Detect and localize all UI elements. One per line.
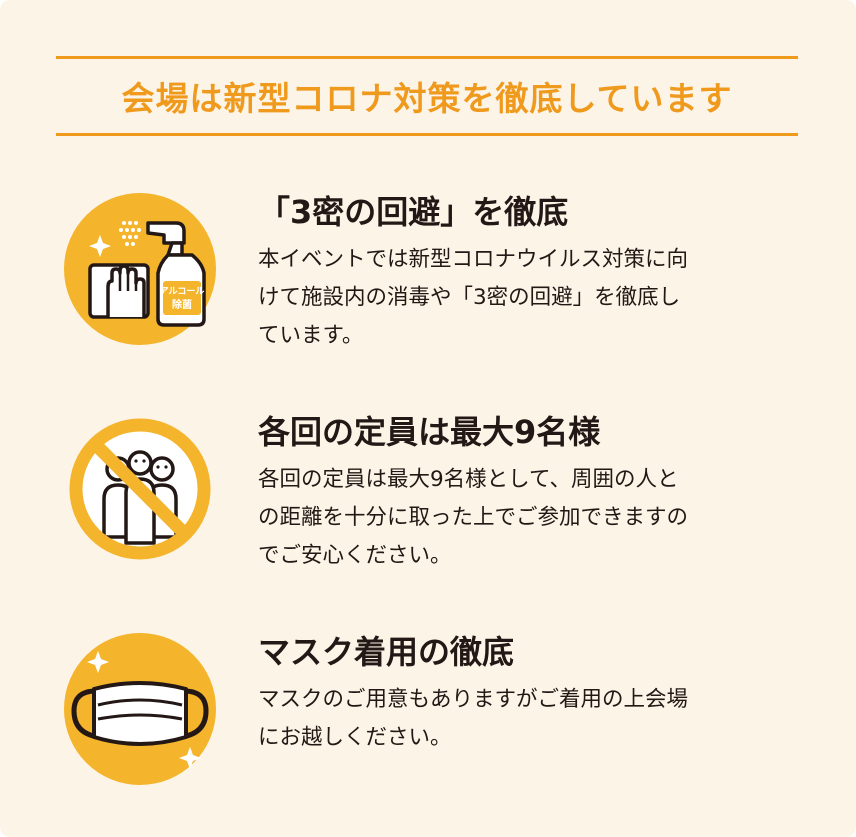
- item-text-line: にお越しください。: [258, 725, 452, 750]
- headline: 会場は新型コロナ対策を徹底しています: [121, 79, 733, 118]
- item-text-line: マスクのご用意もありますがご着用の上会場: [258, 687, 689, 712]
- item-text-line: 各回の定員は最大9名様として、周囲の人と: [258, 467, 679, 492]
- item-title: 「3密の回避」を徹底: [258, 193, 569, 231]
- item-text-line: でご安心ください。: [258, 543, 452, 568]
- item-text-line: ています。: [258, 323, 364, 348]
- item-text-line: の距離を十分に取った上でご参加できますの: [258, 505, 689, 530]
- item-text-line: けて施設内の消毒や「3密の回避」を徹底し: [258, 285, 681, 310]
- headline-top-rule: [56, 56, 798, 59]
- bottle-label-sub: 除菌: [172, 298, 192, 311]
- item-description: 本イベントでは新型コロナウイルス対策に向 けて施設内の消毒や「3密の回避」を徹底…: [258, 241, 818, 355]
- item-text-line: 本イベントでは新型コロナウイルス対策に向: [258, 247, 689, 272]
- item-description: 各回の定員は最大9名様として、周囲の人と の距離を十分に取った上でご参加できます…: [258, 461, 818, 575]
- item-description: マスクのご用意もありますがご着用の上会場 にお越しください。: [258, 681, 818, 757]
- bottle-label: アルコール: [160, 286, 205, 297]
- item-title: マスク着用の徹底: [258, 633, 515, 671]
- spray-and-glove-icon: アルコール 除菌: [64, 193, 216, 345]
- no-crowd-icon: [64, 413, 216, 565]
- face-mask-icon: [64, 633, 216, 785]
- headline-bottom-rule: [56, 133, 798, 136]
- item-title: 各回の定員は最大9名様: [258, 413, 601, 451]
